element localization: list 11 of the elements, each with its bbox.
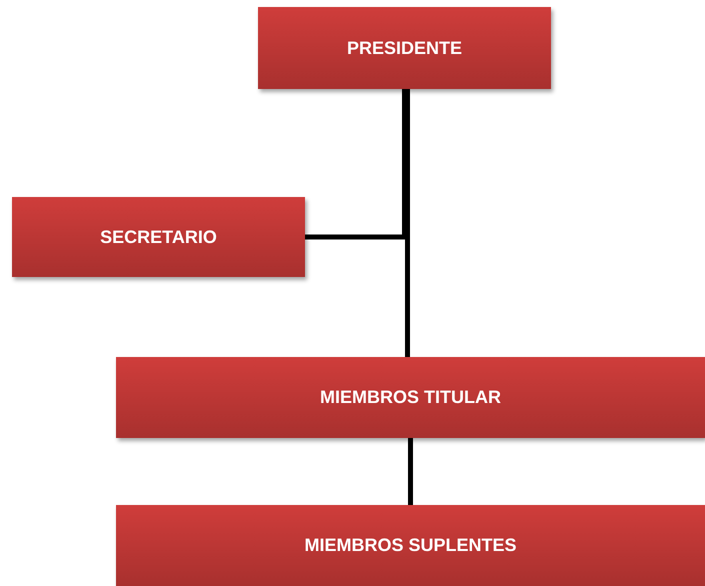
role-label: SECRETARIO bbox=[100, 226, 217, 248]
connector-line bbox=[305, 89, 407, 240]
role-box bbox=[116, 505, 705, 586]
connector-line bbox=[405, 89, 410, 357]
connector-line bbox=[408, 438, 413, 505]
role-box bbox=[12, 197, 305, 277]
role-box bbox=[258, 7, 551, 89]
role-box bbox=[116, 357, 705, 438]
role-label: MIEMBROS TITULAR bbox=[320, 387, 501, 408]
role-label: MIEMBROS SUPLENTES bbox=[304, 535, 517, 556]
role-label: PRESIDENTE bbox=[346, 38, 462, 58]
